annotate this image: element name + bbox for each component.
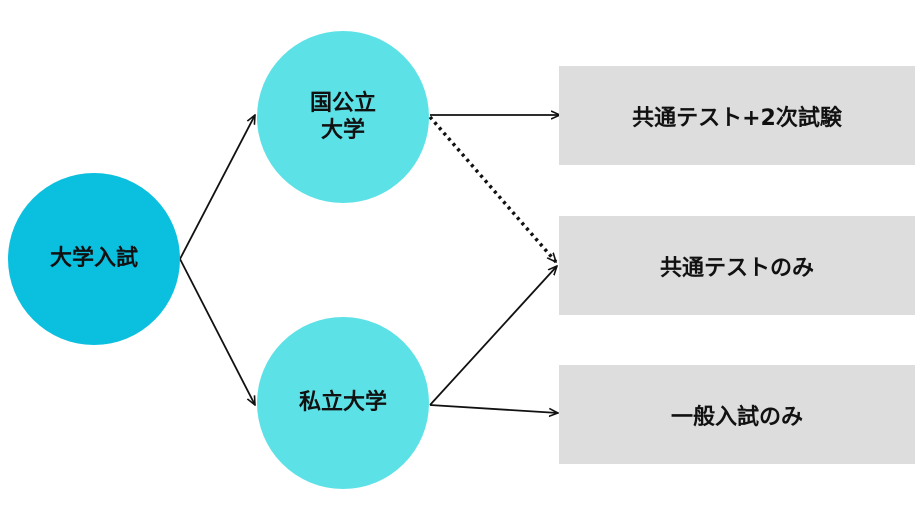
outcome-label: 一般入試のみ [670,404,803,430]
node-private-university: 私立大学 [257,317,429,489]
node-national-public-university: 国公立 大学 [257,31,429,203]
node-national-label-line2: 大学 [320,118,365,143]
arrow-private-to-outcome-3 [429,404,558,413]
arrow-root-to-private [179,258,255,405]
outcome-box-general-exam-only: 一般入試のみ [559,365,915,464]
node-national-label-line1: 国公立 [309,90,376,116]
outcome-box-common-test-only: 共通テストのみ [559,216,915,315]
outcome-label: 共通テストのみ [659,255,814,281]
node-private-label: 私立大学 [298,390,387,416]
node-national-label: 国公立 大学 [310,90,376,145]
outcome-box-common-test-plus-second-exam: 共通テスト+2次試験 [559,66,915,165]
arrow-national-to-outcome-2-dotted [428,115,558,262]
node-university-entrance-exam: 大学入試 [8,173,180,345]
arrow-private-to-outcome-2 [429,266,557,406]
outcome-label: 共通テスト+2次試験 [632,105,842,131]
arrow-root-to-national [179,115,255,260]
node-root-label: 大学入試 [49,246,138,272]
